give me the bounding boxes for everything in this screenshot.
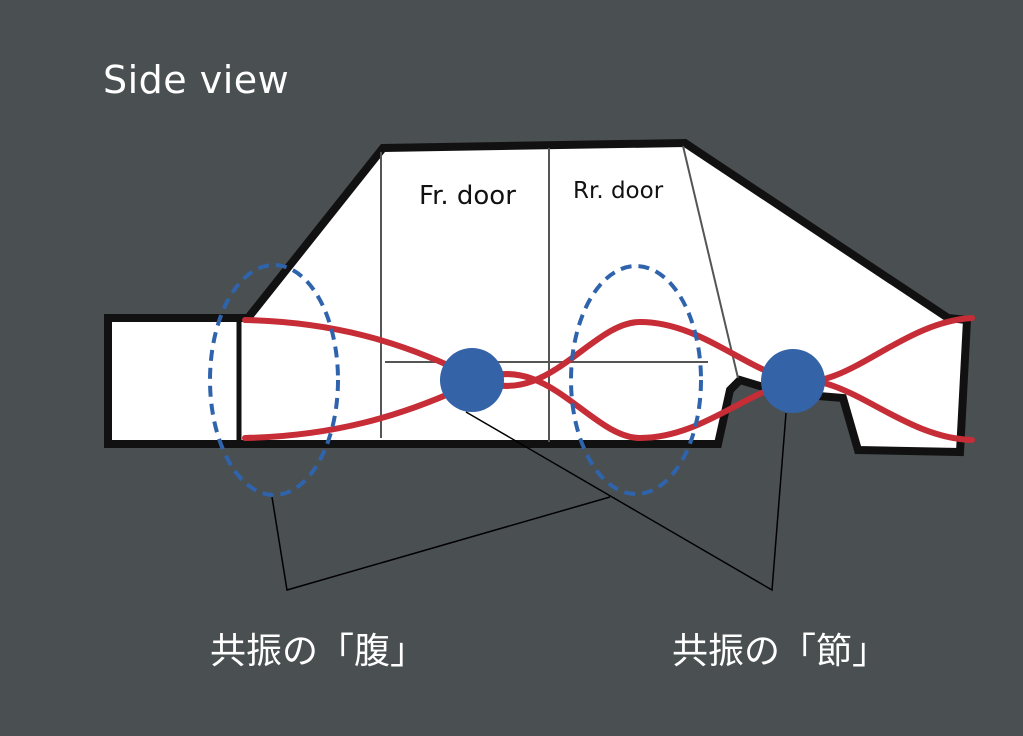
- node-leader-lines: [465, 411, 787, 592]
- antinode-ellipse-front: [208, 263, 340, 497]
- resonance-wave-lower: [242, 371, 975, 443]
- car-body: [104, 138, 972, 457]
- antinode-leader-lines: [271, 496, 611, 591]
- rear-door-rear-edge: [682, 145, 739, 379]
- rear-door-label: Rr. door: [573, 178, 664, 204]
- antinode-callout-label: 共振の「腹」: [210, 631, 427, 672]
- antinode-ellipse-middle: [569, 264, 703, 496]
- node-dot-front: [440, 348, 504, 412]
- front-door-label: Fr. door: [419, 181, 516, 211]
- node-callout-label: 共振の「節」: [672, 631, 889, 672]
- node-dot-rear: [761, 349, 825, 413]
- diagram-title: Side view: [103, 58, 290, 102]
- resonance-wave-upper: [242, 315, 975, 389]
